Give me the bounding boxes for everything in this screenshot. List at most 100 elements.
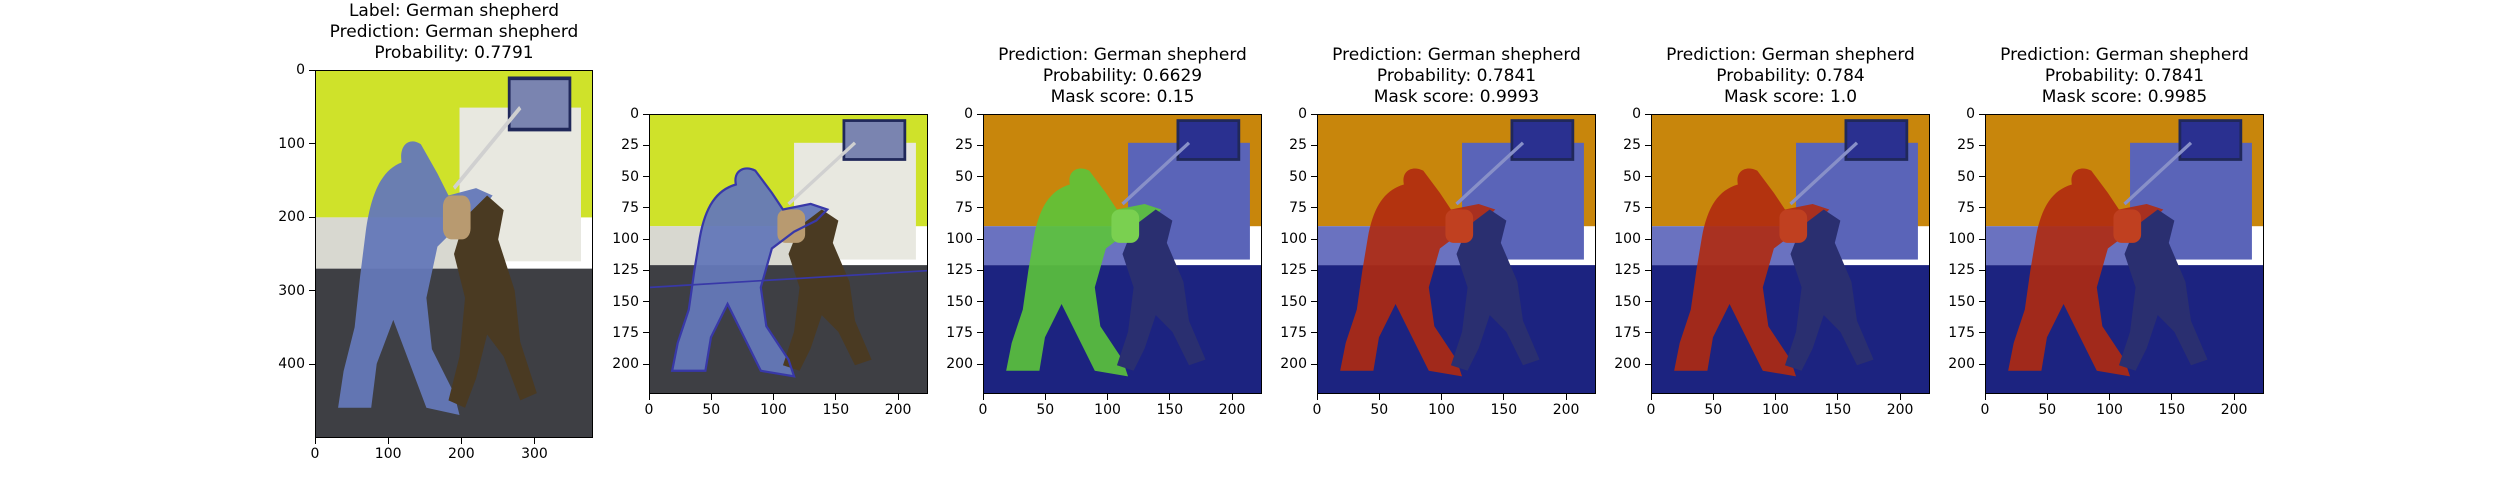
y-tick-mark — [977, 176, 983, 177]
image-axes — [1317, 114, 1596, 394]
y-tick-label: 100 — [1614, 231, 1641, 247]
bite-sleeve — [1779, 209, 1808, 243]
y-tick-label: 25 — [1289, 137, 1307, 154]
title-line: Prediction: German shepherd — [1666, 45, 1915, 65]
y-tick-label: 25 — [955, 137, 973, 154]
x-tick-mark — [1712, 394, 1714, 400]
y-tick-mark — [1311, 176, 1317, 177]
y-tick-label: 25 — [621, 137, 639, 154]
image-canvas — [1986, 115, 2263, 393]
x-tick-mark — [1565, 394, 1567, 400]
title-line: Probability: 0.7841 — [2044, 66, 2205, 86]
x-tick-mark — [1044, 394, 1046, 400]
y-tick-mark — [309, 69, 315, 71]
x-tick-mark — [1984, 394, 1986, 400]
y-tick-mark — [977, 238, 983, 240]
x-tick-mark — [710, 394, 712, 400]
y-tick-mark — [1311, 207, 1317, 209]
bite-sleeve — [1445, 209, 1474, 243]
y-tick-label: 125 — [1280, 262, 1307, 279]
dog-shape — [2118, 209, 2208, 371]
x-tick-mark — [648, 394, 650, 400]
y-tick-mark — [643, 144, 649, 146]
x-tick-mark — [982, 394, 984, 400]
x-tick-mark — [314, 438, 316, 444]
x-tick-mark — [1316, 394, 1318, 400]
title-line: Mask score: 0.9985 — [2041, 87, 2208, 107]
x-tick-label: 200 — [1886, 402, 1914, 418]
y-tick-label: 200 — [612, 356, 639, 372]
y-tick-mark — [309, 363, 315, 365]
y-tick-mark — [1979, 113, 1985, 115]
y-tick-label: 150 — [1948, 293, 1975, 310]
stick — [2123, 141, 2193, 206]
y-tick-mark — [643, 332, 649, 334]
y-tick-label: 300 — [278, 282, 305, 299]
image-canvas — [650, 115, 927, 393]
y-tick-mark — [1645, 176, 1651, 177]
x-tick-mark — [2109, 394, 2111, 400]
x-tick-mark — [460, 438, 462, 444]
x-tick-label: 0 — [1646, 402, 1656, 418]
y-tick-mark — [1979, 238, 1985, 240]
title-line: Prediction: German shepherd — [2000, 45, 2249, 65]
image-canvas — [1652, 115, 1929, 393]
x-tick-label: 150 — [822, 402, 850, 418]
x-tick-label: 200 — [447, 446, 475, 462]
x-tick-label: 50 — [2038, 402, 2057, 418]
y-tick-mark — [643, 363, 649, 365]
y-tick-mark — [1311, 113, 1317, 115]
y-tick-label: 175 — [1614, 324, 1641, 341]
y-tick-mark — [309, 216, 315, 218]
y-tick-mark — [643, 238, 649, 240]
y-tick-label: 200 — [946, 356, 973, 372]
bite-sleeve — [777, 209, 806, 243]
x-tick-mark — [533, 438, 535, 444]
framed-picture — [842, 119, 907, 161]
y-tick-mark — [1311, 363, 1317, 365]
y-tick-label: 175 — [1948, 324, 1975, 341]
framed-picture — [1176, 119, 1241, 161]
y-tick-mark — [1979, 269, 1985, 271]
segment-outline — [670, 167, 830, 378]
x-tick-mark — [1775, 394, 1777, 400]
y-tick-label: 125 — [1948, 262, 1975, 279]
y-tick-mark — [1645, 113, 1651, 115]
y-tick-label: 0 — [1966, 106, 1975, 122]
x-tick-label: 150 — [2158, 402, 2186, 418]
x-tick-label: 150 — [1490, 402, 1518, 418]
y-tick-label: 50 — [621, 168, 639, 185]
y-tick-mark — [1979, 207, 1985, 209]
x-tick-mark — [897, 394, 899, 400]
y-tick-label: 50 — [1623, 168, 1641, 185]
y-tick-label: 50 — [1289, 168, 1307, 185]
dog-shape — [1116, 209, 1206, 371]
x-tick-label: 0 — [644, 402, 654, 418]
image-canvas — [984, 115, 1261, 393]
stick — [1455, 141, 1525, 206]
title-line: Probability: 0.7841 — [1376, 66, 1537, 86]
title-line: Probability: 0.7791 — [374, 43, 534, 63]
y-tick-label: 150 — [1280, 293, 1307, 310]
y-tick-label: 75 — [1957, 199, 1975, 216]
y-tick-mark — [977, 363, 983, 365]
framed-picture — [507, 76, 572, 132]
x-tick-label: 0 — [310, 446, 320, 462]
y-tick-mark — [1645, 363, 1651, 365]
y-tick-mark — [1979, 144, 1985, 146]
x-tick-label: 100 — [760, 402, 787, 418]
bite-sleeve — [2113, 209, 2142, 243]
y-tick-label: 25 — [1957, 137, 1975, 154]
x-tick-label: 0 — [1312, 402, 1322, 418]
x-tick-label: 300 — [521, 446, 548, 462]
x-tick-label: 50 — [1036, 402, 1055, 418]
image-canvas — [1318, 115, 1595, 393]
y-tick-label: 100 — [612, 231, 639, 247]
x-tick-mark — [1441, 394, 1443, 400]
image-axes — [315, 70, 593, 438]
y-tick-mark — [1979, 176, 1985, 177]
x-tick-mark — [1378, 394, 1380, 400]
